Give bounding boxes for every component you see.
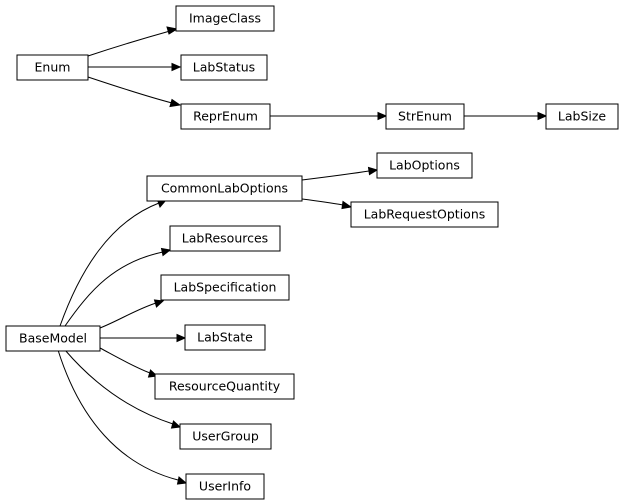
- edge-basemodel-labspecification: [99, 299, 165, 329]
- edge-enum-imageclass: [87, 26, 179, 57]
- node-label: LabState: [197, 330, 253, 345]
- node-enum[interactable]: Enum: [16, 54, 89, 81]
- edge-commonlaboptions-labrequestoptions: [301, 198, 353, 210]
- node-label: ReprEnum: [193, 109, 258, 124]
- node-label: BaseModel: [19, 331, 87, 346]
- edge-reprenum-strenum: [270, 111, 388, 121]
- node-strenum[interactable]: StrEnum: [385, 103, 465, 130]
- node-label: LabRequestOptions: [364, 207, 486, 222]
- edge-basemodel-labstate: [100, 333, 187, 343]
- node-label: UserGroup: [192, 429, 259, 444]
- edge-enum-labstatus: [88, 62, 182, 72]
- node-reprenum[interactable]: ReprEnum: [180, 103, 271, 130]
- node-labstate[interactable]: LabState: [184, 324, 266, 351]
- node-labspecification[interactable]: LabSpecification: [160, 274, 290, 301]
- node-labsize[interactable]: LabSize: [545, 103, 619, 130]
- node-imageclass[interactable]: ImageClass: [175, 5, 275, 32]
- node-label: ResourceQuantity: [169, 379, 281, 394]
- node-resourcequantity[interactable]: ResourceQuantity: [154, 373, 295, 400]
- node-label: StrEnum: [398, 109, 452, 124]
- node-userinfo[interactable]: UserInfo: [185, 473, 265, 500]
- node-label: LabSpecification: [174, 280, 277, 295]
- node-label: LabResources: [182, 231, 268, 246]
- node-label: UserInfo: [199, 479, 251, 494]
- edge-enum-reprenum: [87, 76, 182, 108]
- node-usergroup[interactable]: UserGroup: [179, 423, 272, 450]
- node-basemodel[interactable]: BaseModel: [5, 325, 101, 352]
- edge-basemodel-userinfo: [57, 349, 188, 485]
- node-label: ImageClass: [189, 11, 261, 26]
- node-laboptions[interactable]: LabOptions: [376, 152, 473, 179]
- edge-basemodel-commonlaboptions: [59, 199, 168, 327]
- node-commonlaboptions[interactable]: CommonLabOptions: [146, 175, 303, 202]
- node-label: LabOptions: [389, 158, 460, 173]
- node-labrequestoptions[interactable]: LabRequestOptions: [350, 201, 499, 228]
- edge-strenum-labsize: [464, 111, 548, 121]
- node-label: LabSize: [558, 109, 607, 124]
- edge-basemodel-usergroup: [64, 349, 182, 429]
- edge-commonlaboptions-laboptions: [301, 166, 379, 181]
- node-labstatus[interactable]: LabStatus: [180, 54, 268, 81]
- node-label: Enum: [35, 60, 71, 75]
- edge-basemodel-labresources: [64, 247, 172, 327]
- node-labresources[interactable]: LabResources: [169, 225, 281, 252]
- edge-basemodel-resourcequantity: [99, 347, 159, 378]
- node-label: LabStatus: [193, 60, 255, 75]
- node-label: CommonLabOptions: [161, 181, 288, 196]
